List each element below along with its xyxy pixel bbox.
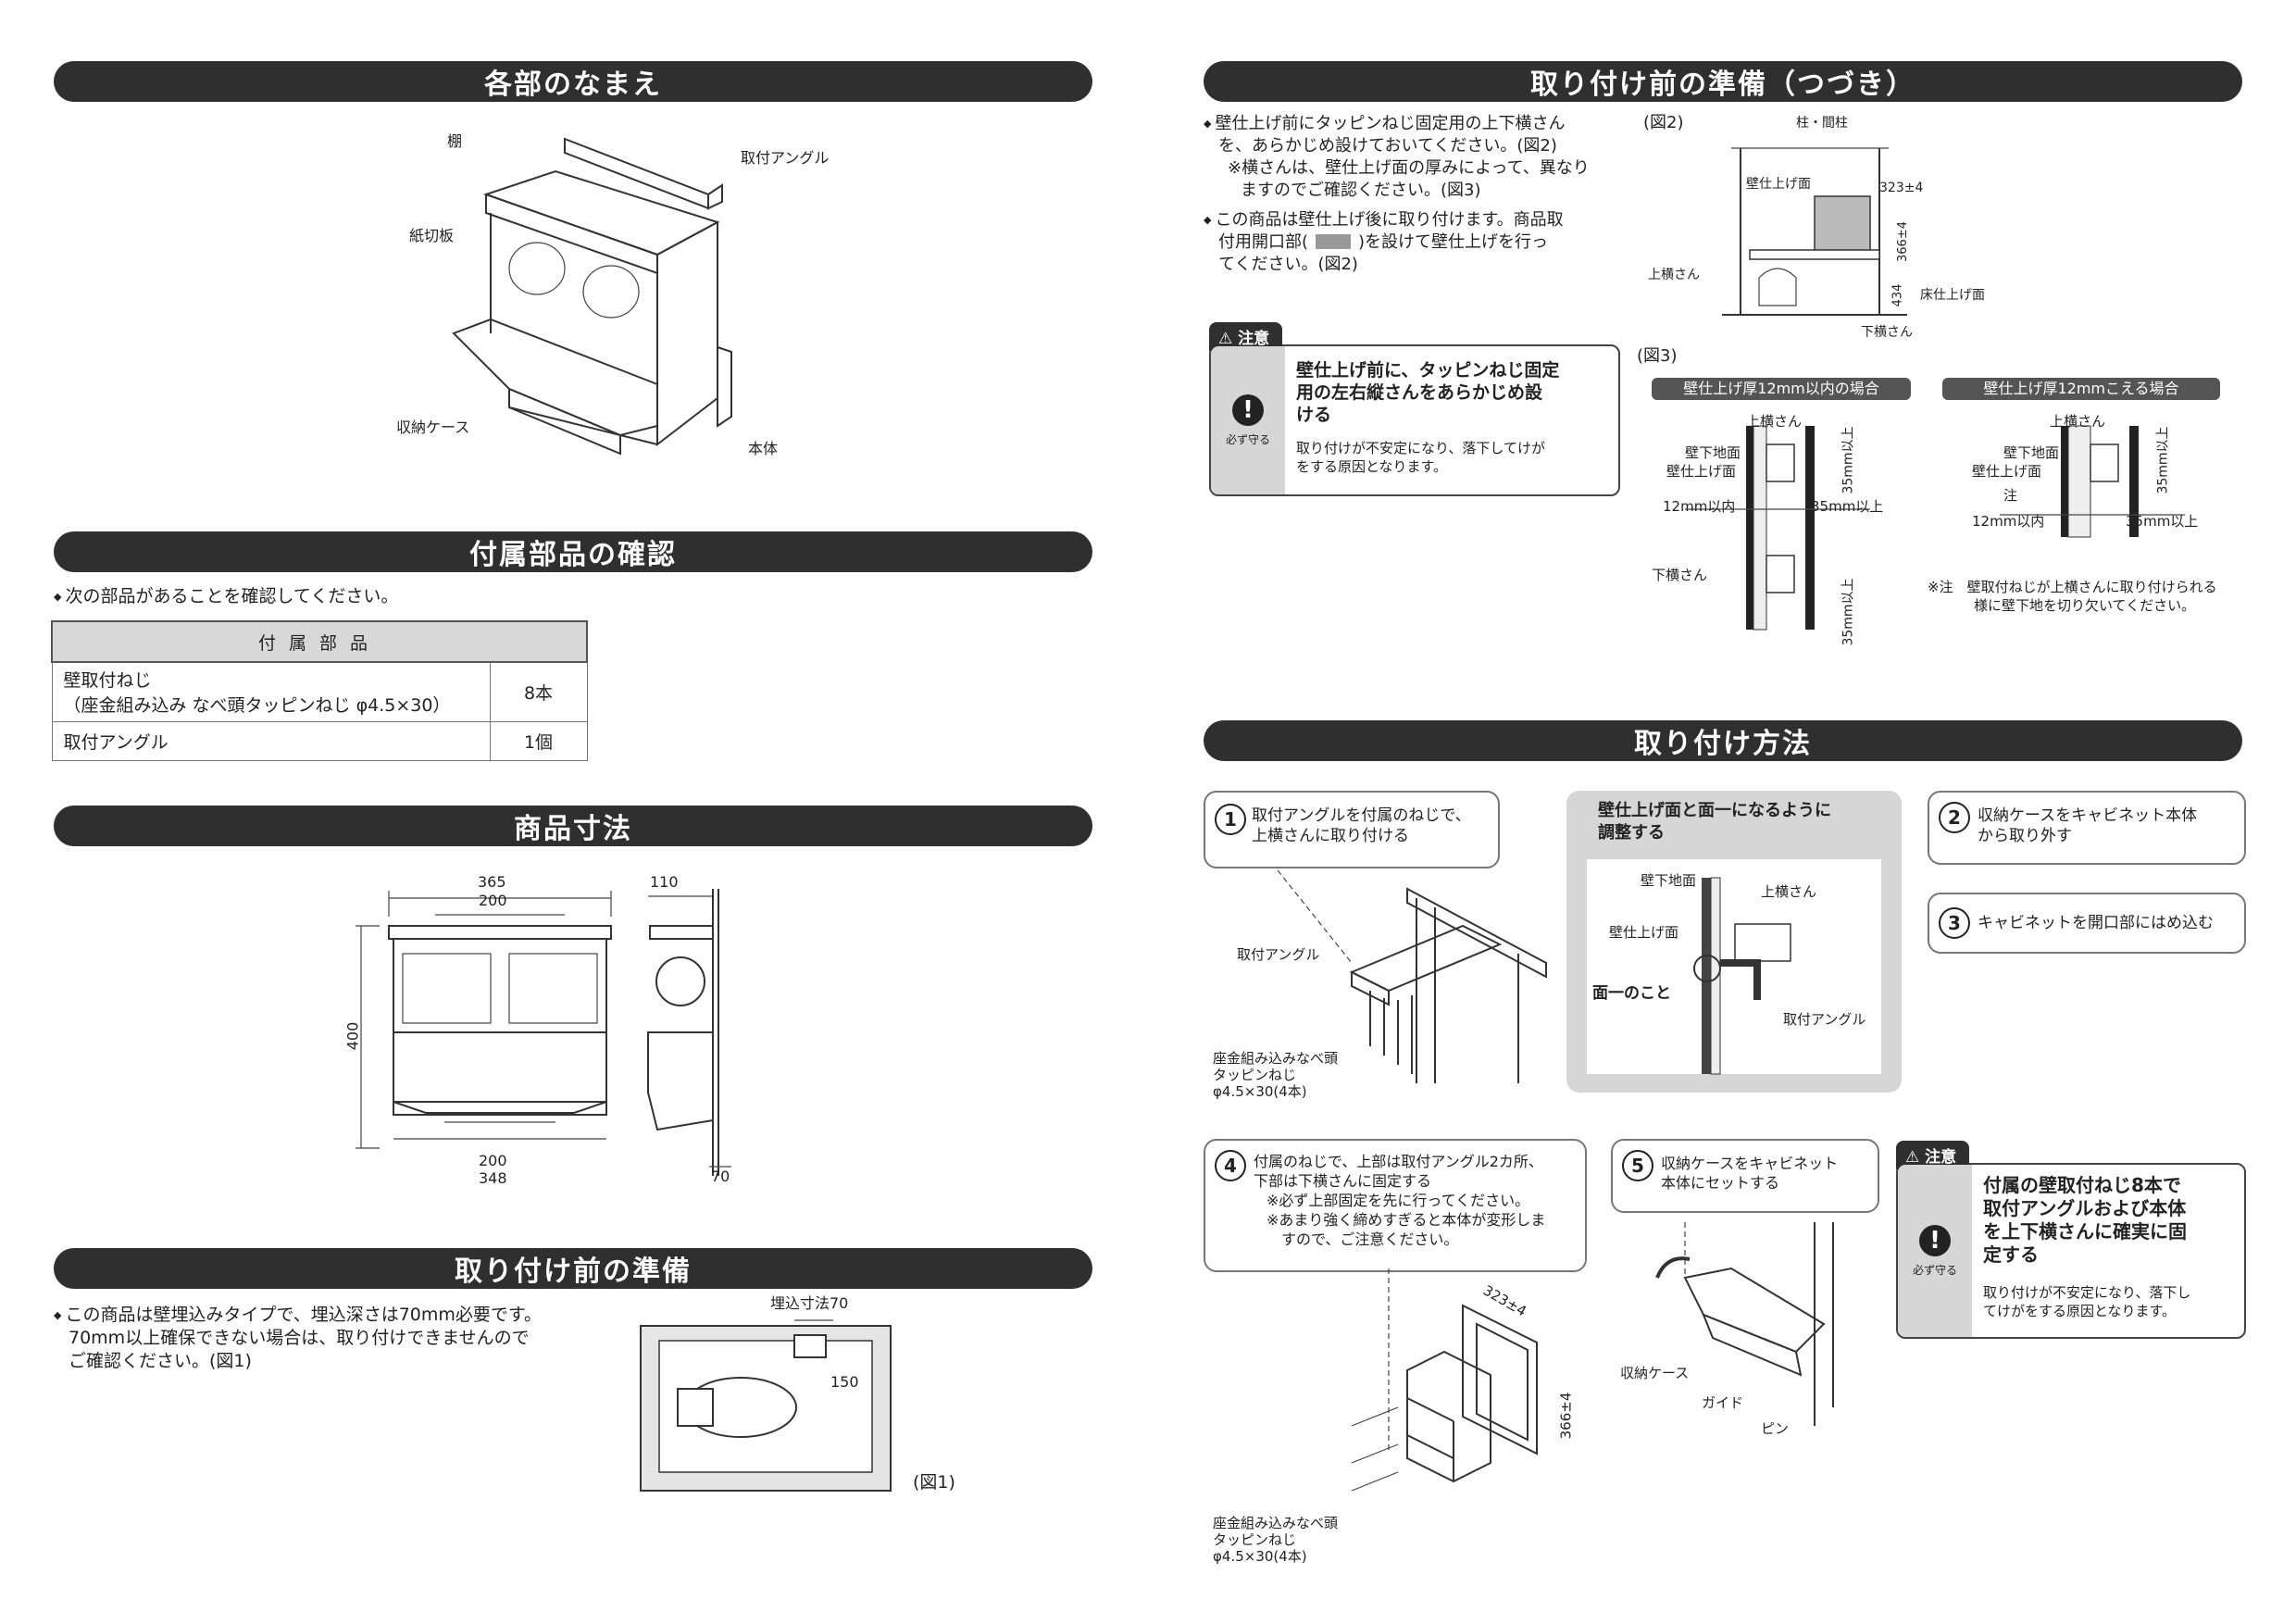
adjust-upper: 上横さん — [1761, 883, 1817, 900]
step-4-illustration — [1351, 1268, 1538, 1492]
fig3b-within12: 12mm以内 — [1972, 513, 2045, 530]
step4-screw-label: 座金組み込みなべ頭 タッピンねじ φ4.5×30(4本) — [1213, 1515, 1339, 1565]
fig2-h1: 366±4 — [1895, 221, 1910, 262]
dimension-drawing-front — [356, 891, 612, 1149]
section-header-install: 取り付け方法 — [1204, 720, 2242, 761]
fig2-wall-finish: 壁仕上げ面 — [1746, 177, 1811, 192]
fig2-lower: 下横さん — [1861, 325, 1913, 340]
label-shelf: 棚 — [447, 132, 463, 150]
label-storage-case: 収納ケース — [396, 418, 470, 436]
step-2: 2 収納ケースをキャビネット本体 から取り外す — [1928, 791, 2246, 865]
adjust-angle: 取付アングル — [1783, 1011, 1866, 1028]
table-header: 付属部品 — [51, 620, 588, 663]
fig2-caption: (図2) — [1643, 113, 1684, 132]
fig2-h2: 434 — [1890, 283, 1905, 307]
fig3a-upper: 上横さん — [1746, 413, 1803, 430]
fig3b-wall-finish: 壁仕上げ面 — [1972, 463, 2042, 480]
label-body: 本体 — [748, 440, 779, 457]
figure-1-plan — [640, 1319, 892, 1492]
adjust-flush: 面一のこと — [1592, 984, 1671, 1003]
must-follow-panel-2: ! 必ず守る — [1898, 1165, 1972, 1337]
adjust-illustration — [1693, 877, 1791, 1075]
opening-swatch — [1316, 234, 1352, 249]
caution-box-1: ⚠ 注意 ! 必ず守る 壁仕上げ前に、タッピンねじ固定 用の左右縦さんをあらかじ… — [1209, 322, 1620, 496]
fig3a-v35-top: 35mm以上 — [1841, 426, 1856, 494]
dim-depth-top: 110 — [650, 873, 679, 891]
section-header-prep: 取り付け前の準備 — [54, 1248, 1092, 1289]
dim-w-bottom-inner: 200 — [479, 1152, 507, 1169]
fig2-pillar: 柱・間柱 — [1796, 116, 1848, 131]
step-3: 3 キャビネットを開口部にはめ込む — [1928, 893, 2246, 954]
dim-height: 400 — [343, 1021, 362, 1051]
adjust-wall-finish: 壁仕上げ面 — [1609, 924, 1679, 941]
table-row: 壁取付ねじ（座金組み込み なべ頭タッピンねじ φ4.5×30） 8本 — [51, 661, 588, 722]
prep-cont-bullet-1: 壁仕上げ前にタッピンねじ固定用の上下横さん を、あらかじめ設けておいてください。… — [1204, 113, 1639, 202]
caution-tag-2: ⚠ 注意 — [1896, 1141, 1970, 1169]
step-1-illustration — [1277, 869, 1547, 1083]
label-mount-angle: 取付アングル — [741, 149, 830, 167]
dim-depth-bottom: 70 — [711, 1168, 730, 1185]
section-header-dimensions: 商品寸法 — [54, 806, 1092, 846]
fig2-floor: 床仕上げ面 — [1920, 288, 1985, 303]
step-number-3: 3 — [1939, 907, 1970, 939]
caution-tag: ⚠ 注意 — [1209, 322, 1283, 351]
fig1-caption: (図1) — [913, 1472, 955, 1493]
step5-case: 収納ケース — [1620, 1365, 1690, 1381]
dim-w-top: 365 — [478, 873, 506, 891]
prep-cont-bullet-2: この商品は壁仕上げ後に取り付けます。商品取 付用開口部()を設けて壁仕上げを行っ… — [1204, 209, 1639, 276]
prep-text: この商品は壁埋込みタイプで、埋込深さは70mm必要です。 70mm以上確保できな… — [54, 1304, 609, 1373]
section-header-accessories: 付属部品の確認 — [54, 531, 1092, 572]
step4-h: 366±4 — [1557, 1392, 1575, 1440]
fig3a-wall-base: 壁下地面 — [1685, 444, 1741, 461]
step-number-2: 2 — [1939, 802, 1970, 833]
fig2-w: 323±4 — [1879, 181, 1924, 195]
accessories-table: 付属部品 壁取付ねじ（座金組み込み なべ頭タッピンねじ φ4.5×30） 8本 … — [51, 620, 588, 761]
dimension-drawing-side — [647, 889, 731, 1176]
figure-3b — [2000, 425, 2185, 538]
step-5-illustration — [1655, 1222, 1834, 1426]
fig3a-wall-finish: 壁仕上げ面 — [1666, 463, 1737, 480]
table-row: 取付アングル 1個 — [51, 720, 588, 761]
dim-w-bottom: 348 — [479, 1169, 507, 1187]
fig3a-v35-bottom: 35mm以上 — [1841, 578, 1856, 646]
fig3b-wall-base: 壁下地面 — [2003, 444, 2060, 461]
fig3-note: ※注 壁取付ねじが上横さんに取り付けられる 様に壁下地を切り欠いてください。 — [1928, 579, 2217, 614]
step-1: 1 取付アングルを付属のねじで、 上横さんに取り付ける — [1204, 791, 1500, 868]
fig3b-note-mark: 注 — [2003, 487, 2018, 504]
step-5: 5 収納ケースをキャビネット 本体にセットする — [1611, 1139, 1879, 1213]
step5-pin: ピン — [1761, 1420, 1790, 1437]
fig1-dim: 150 — [830, 1373, 859, 1391]
exclamation-icon-2: ! — [1919, 1224, 1951, 1256]
fig3-band-b: 壁仕上げ厚12mmこえる場合 — [1942, 378, 2220, 400]
step1-screw-label: 座金組み込みなべ頭 タッピンねじ φ4.5×30(4本) — [1213, 1050, 1339, 1100]
step-number-1: 1 — [1215, 804, 1246, 835]
step-number-5: 5 — [1622, 1150, 1653, 1181]
fig1-depth: 埋込寸法70 — [770, 1294, 849, 1312]
step-4: 4 付属のねじで、上部は取付アングル2カ所、 下部は下横さんに固定する ※必ず上… — [1204, 1139, 1587, 1272]
section-header-parts-names: 各部のなまえ — [54, 61, 1092, 102]
fig3a-lower: 下横さん — [1652, 567, 1708, 583]
figure-3a — [1685, 425, 1870, 631]
accessories-intro: 次の部品があることを確認してください。 — [54, 585, 398, 608]
step1-angle-label: 取付アングル — [1237, 946, 1320, 963]
fig3a-over35: 35mm以上 — [1811, 498, 1884, 515]
adjust-wall-base: 壁下地面 — [1641, 872, 1697, 889]
step5-guide: ガイド — [1702, 1394, 1744, 1411]
must-follow-panel: ! 必ず守る — [1211, 346, 1285, 494]
dim-w-top-inner: 200 — [479, 892, 507, 909]
fig3-caption: (図3) — [1637, 346, 1678, 366]
fig3b-upper: 上横さん — [2050, 413, 2106, 430]
parts-illustration — [452, 137, 732, 456]
step-number-4: 4 — [1215, 1150, 1246, 1181]
fig3b-v35: 35mm以上 — [2155, 426, 2171, 494]
section-header-prep-cont: 取り付け前の準備（つづき） — [1204, 61, 2242, 102]
label-paper-cutter: 紙切板 — [409, 227, 455, 244]
fig3a-within12: 12mm以内 — [1663, 498, 1736, 515]
exclamation-icon: ! — [1232, 394, 1264, 426]
fig3b-over35: 35mm以上 — [2126, 513, 2199, 530]
fig3-band-a: 壁仕上げ厚12mm以内の場合 — [1652, 378, 1911, 400]
fig2-upper: 上横さん — [1648, 268, 1700, 282]
caution-box-2: ⚠ 注意 ! 必ず守る 付属の壁取付ねじ8本で 取付アングルおよび本体 を上下横… — [1896, 1141, 2246, 1339]
figure-2 — [1722, 147, 1907, 316]
